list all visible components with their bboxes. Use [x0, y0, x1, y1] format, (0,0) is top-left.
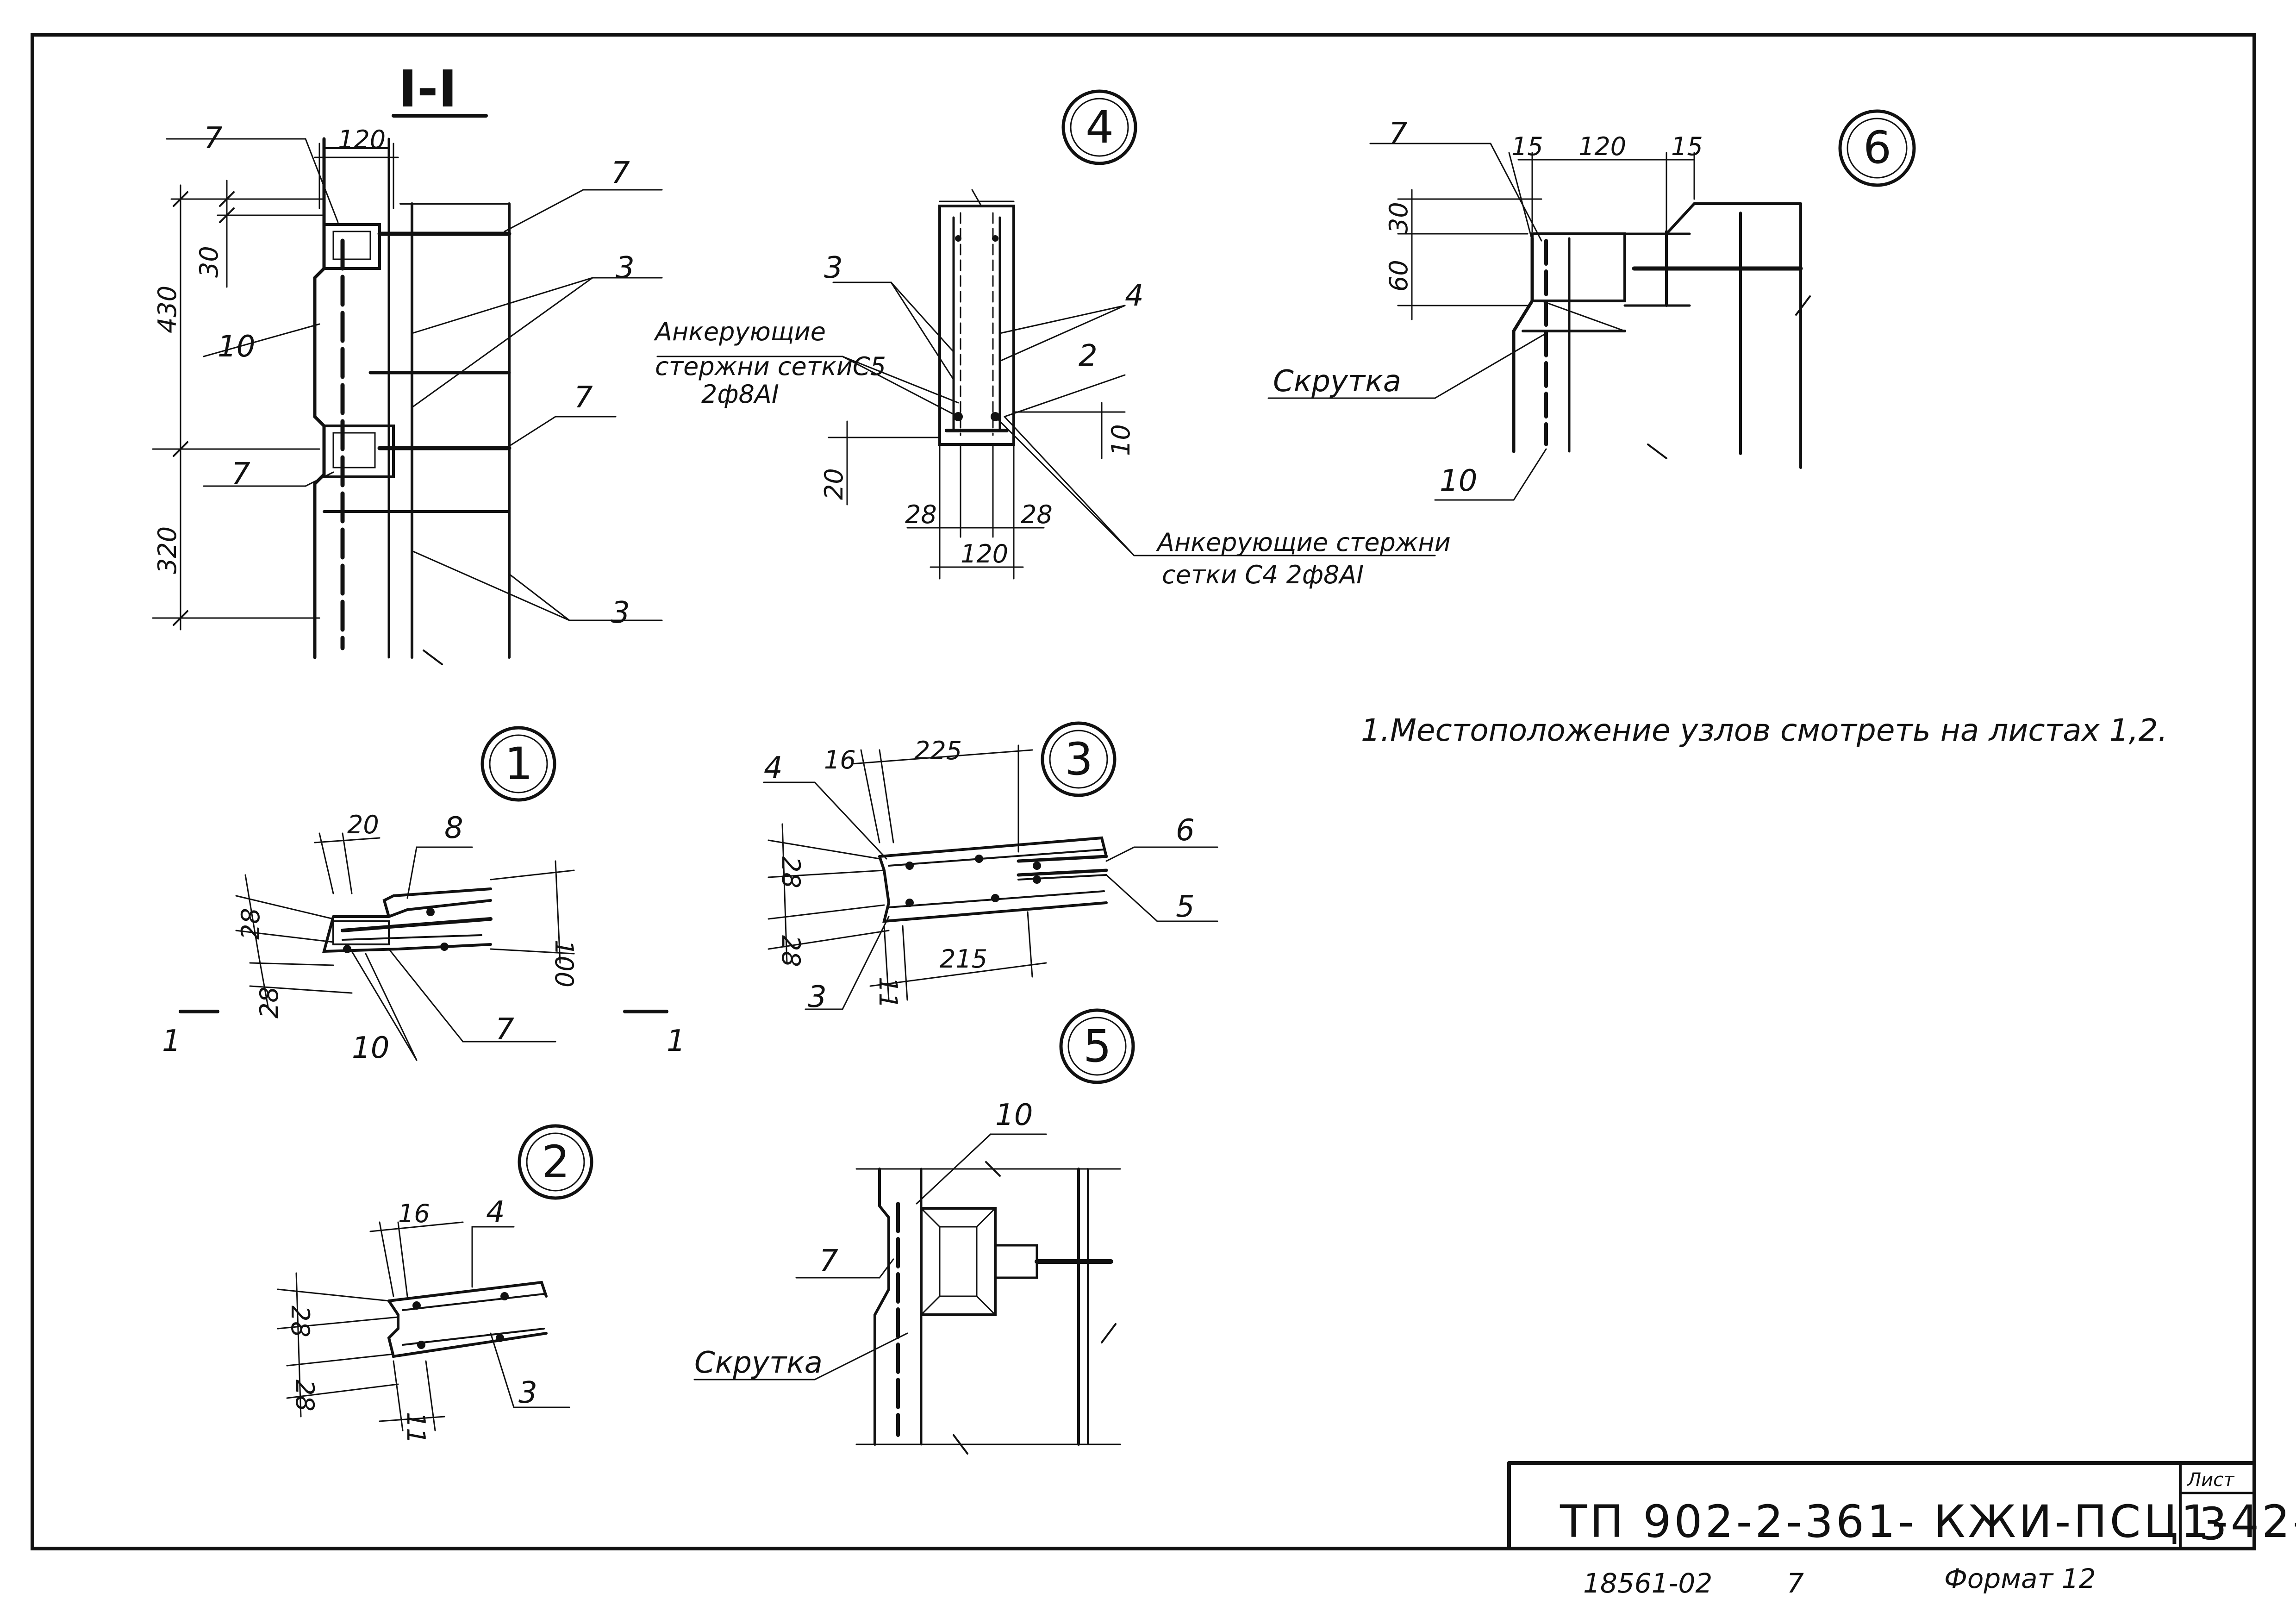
svg-text:5: 5: [1083, 1020, 1111, 1072]
svg-text:16: 16: [824, 745, 856, 775]
node-4: 4 3 4 2: [654, 89, 1451, 589]
svg-text:7: 7: [1389, 117, 1408, 151]
svg-text:225: 225: [914, 736, 962, 765]
svg-text:16: 16: [398, 1199, 430, 1228]
svg-text:28: 28: [1021, 500, 1053, 529]
svg-text:120: 120: [338, 125, 386, 154]
svg-text:320: 320: [153, 526, 182, 574]
sheet-number: 3: [2199, 1498, 2230, 1550]
node-3-marker: [1041, 721, 1117, 797]
sheet-label: Лист: [2186, 1469, 2235, 1491]
svg-text:28: 28: [236, 908, 265, 940]
svg-text:3: 3: [611, 596, 630, 630]
svg-text:Анкерующие: Анкерующие: [654, 317, 826, 346]
svg-text:7: 7: [819, 1244, 838, 1278]
node-5-marker: [1059, 1008, 1135, 1084]
footer: 18561-02 7 Формат 12: [1583, 1563, 2096, 1599]
node-2: 2 16 4 3 28 28 11: [277, 1124, 593, 1444]
svg-text:7: 7: [204, 121, 223, 156]
svg-text:120: 120: [1578, 132, 1626, 161]
svg-text:10: 10: [218, 330, 255, 364]
svg-text:30: 30: [1384, 202, 1413, 234]
svg-text:30: 30: [194, 246, 224, 278]
title-block: ТП 902-2-361- КЖИ-ПСЦ1-42-1а Лист 3: [1507, 1461, 2296, 1550]
svg-text:4: 4: [486, 1195, 505, 1230]
svg-text:1: 1: [505, 738, 533, 790]
svg-text:28: 28: [776, 856, 805, 888]
svg-text:10: 10: [1440, 464, 1477, 498]
svg-text:8: 8: [444, 811, 463, 845]
svg-text:3: 3: [1065, 733, 1093, 785]
svg-text:15: 15: [1511, 132, 1543, 161]
svg-text:10: 10: [352, 1031, 389, 1065]
svg-text:28: 28: [255, 987, 284, 1018]
svg-text:15: 15: [1671, 132, 1703, 161]
svg-text:60: 60: [1384, 260, 1413, 292]
section-title: I-I: [398, 59, 457, 119]
svg-text:6: 6: [1176, 813, 1195, 848]
sheet-frame: [31, 33, 2256, 1550]
svg-text:4: 4: [764, 751, 783, 785]
node-6-marker: [1838, 109, 1916, 187]
section-1-1: I-I: [152, 59, 663, 665]
svg-text:2: 2: [542, 1136, 570, 1188]
svg-text:3: 3: [616, 251, 635, 285]
svg-text:6: 6: [1863, 122, 1891, 174]
svg-text:7: 7: [574, 381, 593, 415]
svg-text:1: 1: [162, 1024, 181, 1058]
svg-text:3: 3: [518, 1376, 537, 1410]
svg-text:4: 4: [1086, 101, 1114, 153]
svg-text:20: 20: [819, 468, 849, 500]
svg-text:215: 215: [940, 944, 987, 974]
svg-text:11: 11: [873, 977, 903, 1009]
svg-text:Скрутка: Скрутка: [694, 1346, 823, 1380]
svg-text:5: 5: [1176, 890, 1195, 924]
svg-text:20: 20: [347, 810, 379, 839]
svg-text:4: 4: [1125, 279, 1144, 313]
node-1-marker: [480, 726, 556, 802]
node-5: 5 10 7 Скрутка: [693, 1008, 1135, 1455]
format-label: Формат 12: [1944, 1563, 2096, 1594]
general-note: 1.Местоположение узлов смотреть на листа…: [1361, 712, 2168, 748]
node-4-marker: [1061, 89, 1137, 165]
svg-text:Скрутка: Скрутка: [1273, 364, 1401, 399]
copy-number: 7: [1787, 1568, 1804, 1599]
svg-text:28: 28: [286, 1305, 315, 1337]
svg-text:3: 3: [808, 980, 827, 1014]
svg-text:7: 7: [611, 156, 630, 190]
node-2-marker: [518, 1124, 593, 1200]
svg-text:430: 430: [153, 286, 182, 333]
node-1: 1 1 1 8 7 10 20: [162, 726, 686, 1065]
node-6: 6 7 15 120 15 30: [1267, 109, 1916, 501]
svg-text:28: 28: [290, 1380, 319, 1412]
svg-text:сетки С4 2ф8АI: сетки С4 2ф8АI: [1162, 560, 1364, 589]
svg-text:11: 11: [401, 1412, 430, 1444]
svg-text:10: 10: [995, 1098, 1033, 1132]
drawing-code: ТП 902-2-361- КЖИ-ПСЦ1-42-1а: [1560, 1496, 2296, 1548]
svg-text:10: 10: [1106, 424, 1136, 456]
svg-text:стержни сеткиС5: стержни сеткиС5: [655, 352, 886, 381]
svg-text:28: 28: [905, 500, 937, 529]
svg-text:3: 3: [824, 251, 843, 285]
svg-text:120: 120: [961, 539, 1008, 568]
svg-text:2: 2: [1079, 339, 1098, 373]
svg-text:7: 7: [495, 1012, 514, 1047]
svg-text:28: 28: [776, 935, 805, 967]
node-3: 3 4 16 2: [763, 721, 1218, 1014]
svg-text:100: 100: [549, 940, 579, 987]
svg-text:1: 1: [667, 1024, 686, 1058]
svg-text:7: 7: [231, 457, 250, 491]
svg-text:2ф8АI: 2ф8АI: [701, 380, 779, 409]
inventory-number: 18561-02: [1583, 1568, 1712, 1599]
svg-text:Анкерующие стержни: Анкерующие стержни: [1156, 528, 1451, 557]
